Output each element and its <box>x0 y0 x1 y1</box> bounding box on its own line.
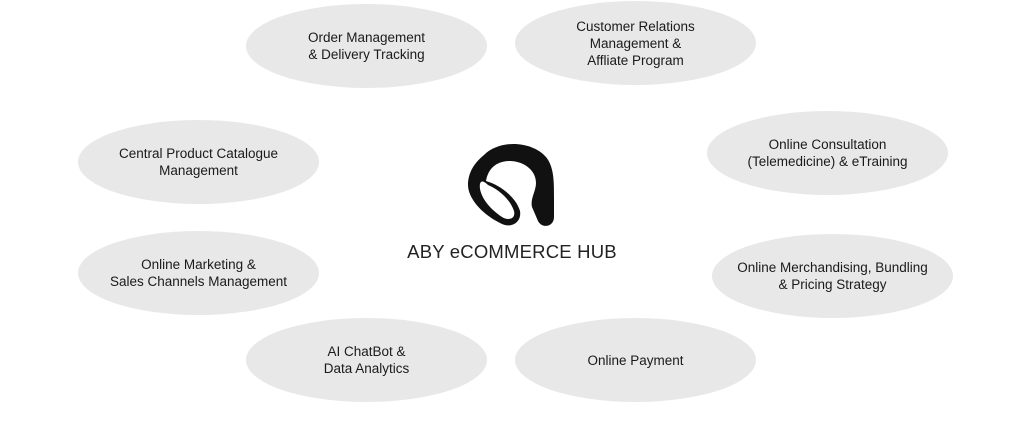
node-ai-chatbot: AI ChatBot & Data Analytics <box>246 318 487 402</box>
node-online-merchandising: Online Merchandising, Bundling & Pricing… <box>712 234 953 318</box>
node-label: Order Management & Delivery Tracking <box>307 30 426 62</box>
node-central-product-catalogue: Central Product Catalogue Management <box>78 120 319 204</box>
node-online-marketing: Online Marketing & Sales Channels Manage… <box>78 231 319 315</box>
node-label: Customer Relations Management & Affliate… <box>576 18 695 68</box>
node-label: Online Payment <box>587 352 684 368</box>
node-label: AI ChatBot & Data Analytics <box>323 344 410 376</box>
node-label: Online Consultation (Telemedicine) & eTr… <box>747 137 908 169</box>
node-label: Central Product Catalogue Management <box>118 146 279 178</box>
node-online-consultation: Online Consultation (Telemedicine) & eTr… <box>707 111 948 195</box>
hub-title: ABY eCOMMERCE HUB <box>407 241 617 262</box>
node-customer-relations: Customer Relations Management & Affliate… <box>515 1 756 85</box>
node-order-management: Order Management & Delivery Tracking <box>246 4 487 88</box>
aby-logo-icon <box>468 143 554 226</box>
node-label: Online Marketing & Sales Channels Manage… <box>109 257 288 289</box>
node-online-payment: Online Payment <box>515 318 756 402</box>
node-label: Online Merchandising, Bundling & Pricing… <box>737 260 928 292</box>
